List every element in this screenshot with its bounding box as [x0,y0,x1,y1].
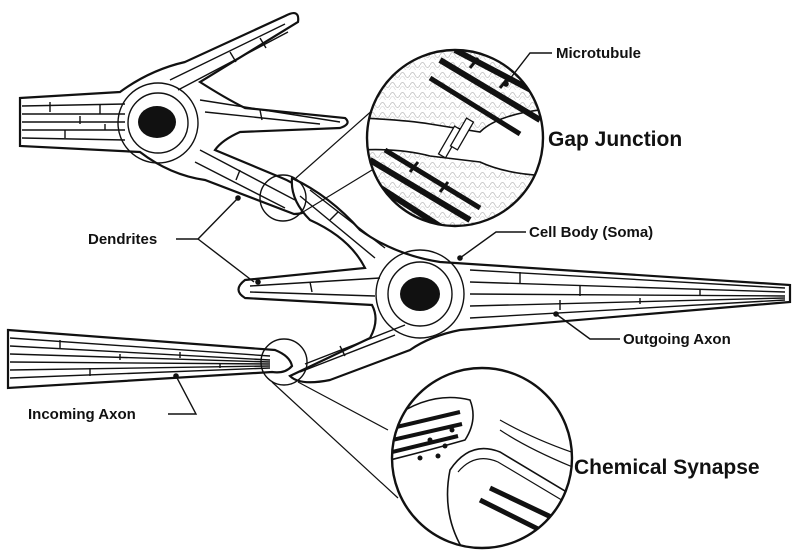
upper-nucleus [138,106,176,138]
chemical-synapse-label: Chemical Synapse [574,456,760,479]
outgoing-axon-label: Outgoing Axon [623,331,731,348]
lower-neuron-outline [239,178,791,382]
chemical-synapse-inset [390,368,580,550]
cell-body-label: Cell Body (Soma) [529,224,653,241]
lower-neuron [239,178,791,382]
gap-junction-label: Gap Junction [548,128,682,151]
incoming-axon [8,330,292,388]
microtubule-label: Microtubule [556,45,641,62]
lower-nucleus [400,277,440,311]
gap-junction-inset [360,48,560,236]
incoming-axon-label: Incoming Axon [28,406,136,423]
dendrites-label: Dendrites [88,231,157,248]
